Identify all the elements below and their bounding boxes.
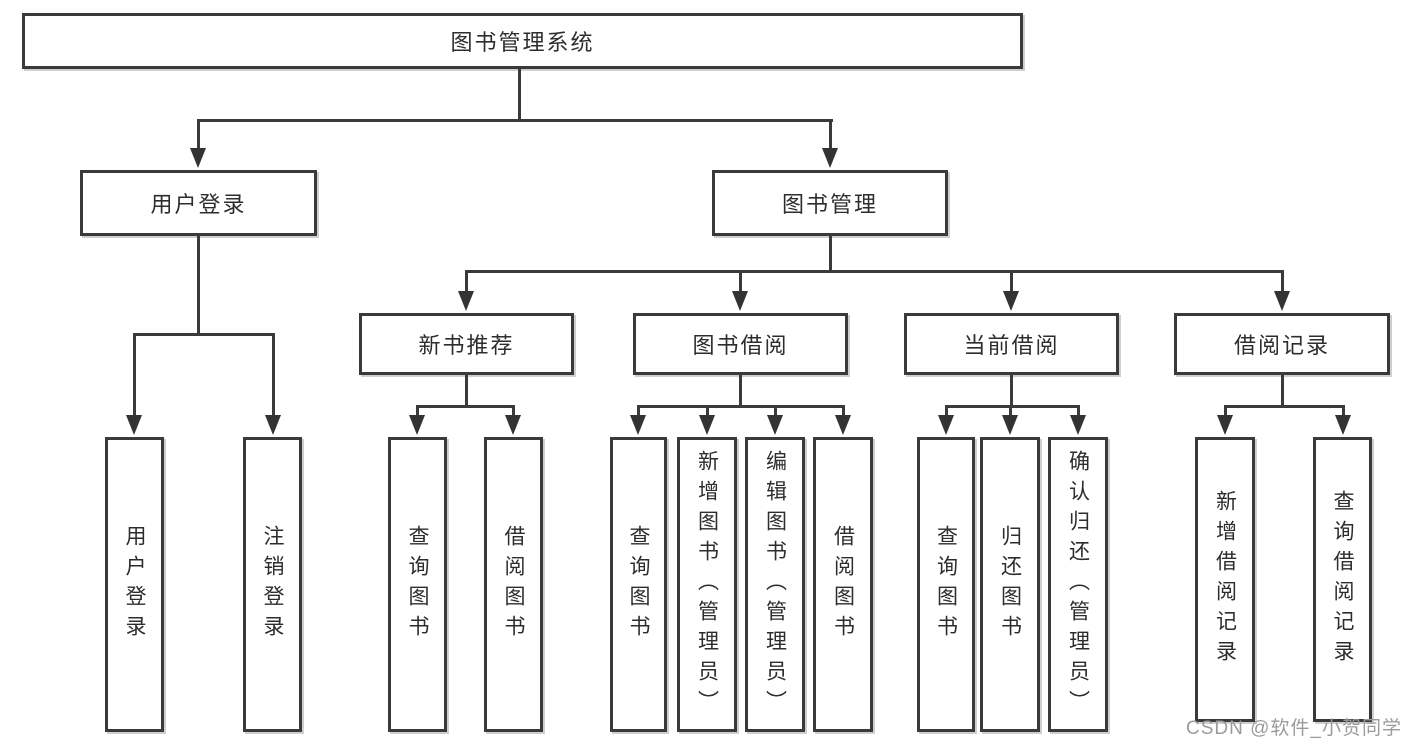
leaf-query-borrow-record: 查询借阅记录 (1313, 437, 1372, 722)
connector-line (945, 405, 948, 417)
arrow-down-icon (938, 415, 954, 435)
connector-line (637, 405, 845, 408)
node-book-borrowing: 图书借阅 (633, 313, 848, 375)
leaf-borrow-books-recommend: 借阅图书 (484, 437, 543, 732)
connector-line (945, 405, 1080, 408)
connector-line (465, 270, 468, 293)
node-book-management: 图书管理 (712, 170, 948, 236)
connector-line (739, 374, 742, 407)
connector-line (512, 405, 515, 417)
connector-line (197, 119, 200, 150)
connector-line (416, 405, 419, 417)
node-root-library-management-system: 图书管理系统 (22, 13, 1023, 69)
connector-line (842, 405, 845, 417)
leaf-confirm-return-admin: 确认归还（管理员） (1048, 437, 1108, 732)
arrow-down-icon (1003, 291, 1019, 311)
connector-line (1077, 405, 1080, 417)
leaf-query-books-borrowing: 查询图书 (610, 437, 667, 732)
arrow-down-icon (409, 415, 425, 435)
connector-line (1010, 374, 1013, 407)
arrow-down-icon (630, 415, 646, 435)
connector-line (1281, 270, 1284, 293)
connector-line (1224, 405, 1227, 417)
leaf-user-login: 用户登录 (105, 437, 164, 732)
leaf-return-book: 归还图书 (980, 437, 1040, 732)
connector-line (706, 405, 709, 417)
arrow-down-icon (1070, 415, 1086, 435)
connector-line (272, 333, 275, 417)
arrow-down-icon (767, 415, 783, 435)
arrow-down-icon (1002, 415, 1018, 435)
arrow-down-icon (505, 415, 521, 435)
node-new-book-recommendation: 新书推荐 (359, 313, 574, 375)
leaf-borrow-books: 借阅图书 (813, 437, 873, 732)
connector-line (518, 68, 521, 122)
node-user-login: 用户登录 (80, 170, 317, 236)
node-borrowing-records: 借阅记录 (1174, 313, 1390, 375)
arrow-down-icon (1217, 415, 1233, 435)
arrow-down-icon (126, 415, 142, 435)
arrow-down-icon (265, 415, 281, 435)
arrow-down-icon (190, 148, 206, 168)
connector-line (197, 236, 200, 336)
connector-line (1009, 405, 1012, 417)
node-current-borrowing: 当前借阅 (904, 313, 1119, 375)
connector-line (133, 333, 136, 417)
connector-line (739, 270, 742, 293)
connector-line (197, 119, 833, 122)
connector-line (133, 333, 275, 336)
leaf-add-book-admin: 新增图书（管理员） (677, 437, 737, 732)
arrow-down-icon (1274, 291, 1290, 311)
connector-line (465, 270, 1283, 273)
connector-line (1281, 374, 1284, 407)
connector-line (416, 405, 515, 408)
connector-line (1010, 270, 1013, 293)
leaf-add-borrow-record: 新增借阅记录 (1195, 437, 1255, 722)
connector-line (829, 236, 832, 273)
connector-line (1342, 405, 1345, 417)
arrow-down-icon (835, 415, 851, 435)
watermark: CSDN @软件_小贺同学 (1186, 718, 1402, 739)
leaf-edit-book-admin: 编辑图书（管理员） (745, 437, 805, 732)
arrow-down-icon (822, 148, 838, 168)
connector-line (465, 374, 468, 407)
arrow-down-icon (458, 291, 474, 311)
connector-line (774, 405, 777, 417)
connector-line (829, 119, 832, 150)
arrow-down-icon (732, 291, 748, 311)
leaf-query-books-current: 查询图书 (917, 437, 975, 732)
leaf-query-books-recommend: 查询图书 (388, 437, 447, 732)
arrow-down-icon (1335, 415, 1351, 435)
connector-line (637, 405, 640, 417)
connector-line (1224, 405, 1344, 408)
leaf-logout: 注销登录 (243, 437, 302, 732)
arrow-down-icon (699, 415, 715, 435)
